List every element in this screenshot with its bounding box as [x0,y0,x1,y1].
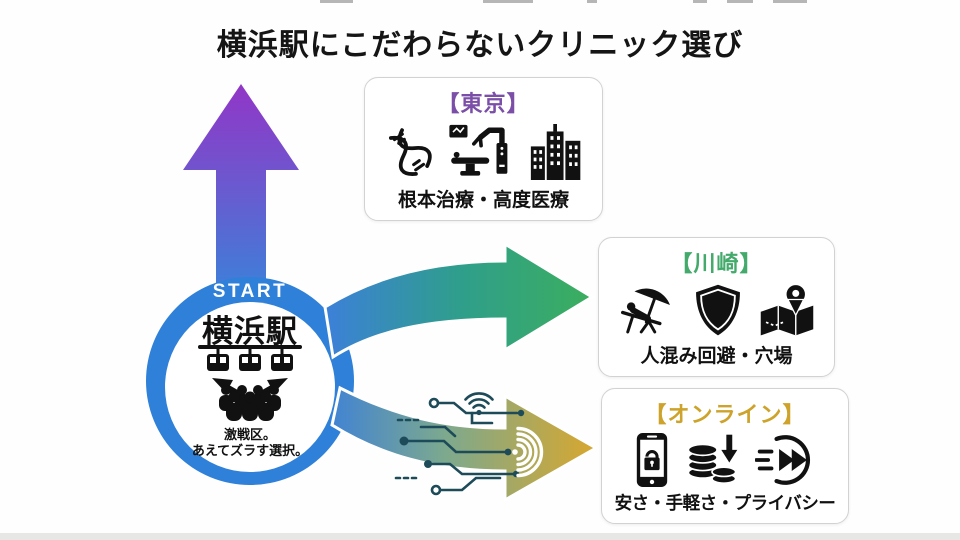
fast-forward-icon [755,434,810,485]
start-note-line1: 激戦区。 [223,427,276,442]
station-crowd-diverging-arrows-icon [198,345,302,421]
top-crop-artifact [773,0,807,3]
smartphone-lock-icon [636,432,668,487]
kawasaki-icon-row [619,282,815,338]
online-icon-row [635,432,815,487]
option-box-tokyo: 【東京】 [364,77,603,221]
kawasaki-label: 【川崎】 [670,250,763,276]
wifi-icon [464,392,494,416]
surgical-robot-icon [448,124,507,176]
start-note-line2: あえてズラす選択。 [191,443,309,458]
shield-icon [695,284,740,335]
top-crop-artifact [693,0,707,3]
circuit-pattern [394,397,525,496]
arrow-to-online [330,385,600,503]
coins-down-arrow-icon [687,434,738,484]
online-caption: 安さ・手軽さ・プライバシー [614,493,836,514]
start-badge: START [212,281,288,302]
option-box-kawasaki: 【川崎】 [598,237,835,377]
station-name: 横浜駅 [202,314,298,349]
top-crop-artifact [727,0,753,3]
option-box-online: 【オンライン】 [601,388,849,524]
tokyo-caption: 根本治療・高度医療 [397,189,569,211]
page-title: 横浜駅にこだわらないクリニック選び [216,29,744,62]
tokyo-icon-row [383,123,585,181]
kawasaki-caption: 人混み回避・穴場 [640,346,793,368]
top-crop-artifact [320,0,353,3]
beach-lounger-umbrella-icon [620,288,670,333]
online-label: 【オンライン】 [644,401,806,427]
start-ring [146,277,354,485]
signal-waves-icon [512,426,544,478]
city-buildings-icon [530,123,580,180]
map-location-pin-icon [760,282,813,335]
bottom-crop-strip [0,533,960,540]
arrow-to-kawasaki [323,241,595,360]
top-crop-artifact [483,0,533,3]
tokyo-label: 【東京】 [437,91,530,117]
top-crop-artifact [587,0,597,3]
arrow-to-tokyo [183,84,299,296]
dna-icon [388,127,432,176]
